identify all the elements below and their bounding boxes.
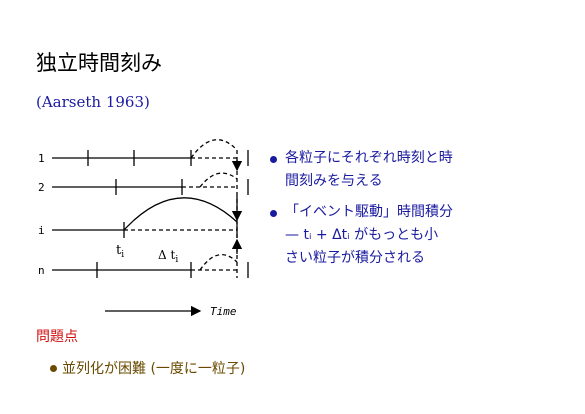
bullet-1: 各粒子にそれぞれ時刻と時 間刻みを与える (285, 147, 453, 193)
bullet-1-line-1: 各粒子にそれぞれ時刻と時 (285, 150, 453, 166)
problem-bullet-dot (50, 365, 57, 372)
bullet-2-line-2: — tᵢ + Δtᵢ がもっとも小 (285, 227, 439, 243)
t-i-label: ti (116, 243, 124, 260)
bullet-2-line-1: 「イベント駆動」時間積分 (285, 204, 453, 220)
citation: (Aarseth 1963) (36, 93, 150, 111)
delta-t-i-label: Δ ti (158, 248, 178, 265)
row-label-n: n (38, 264, 45, 277)
bullet-2-line-3: さい粒子が積分される (285, 250, 425, 266)
row-label-1: 1 (38, 152, 45, 165)
bullet-dot-1 (270, 156, 277, 163)
row-label-2: 2 (38, 181, 45, 194)
time-label: Time (210, 305, 237, 318)
row-label-i: i (38, 224, 45, 237)
problems-heading: 問題点 (36, 329, 78, 345)
problem-item: 並列化が困難 (一度に一粒子) (62, 361, 246, 377)
page-title: 独立時間刻み (36, 51, 162, 75)
bullet-2: 「イベント駆動」時間積分 — tᵢ + Δtᵢ がもっとも小 さい粒子が積分され… (285, 201, 453, 270)
bullet-dot-2 (270, 210, 277, 217)
bullet-1-line-2: 間刻みを与える (285, 173, 383, 189)
